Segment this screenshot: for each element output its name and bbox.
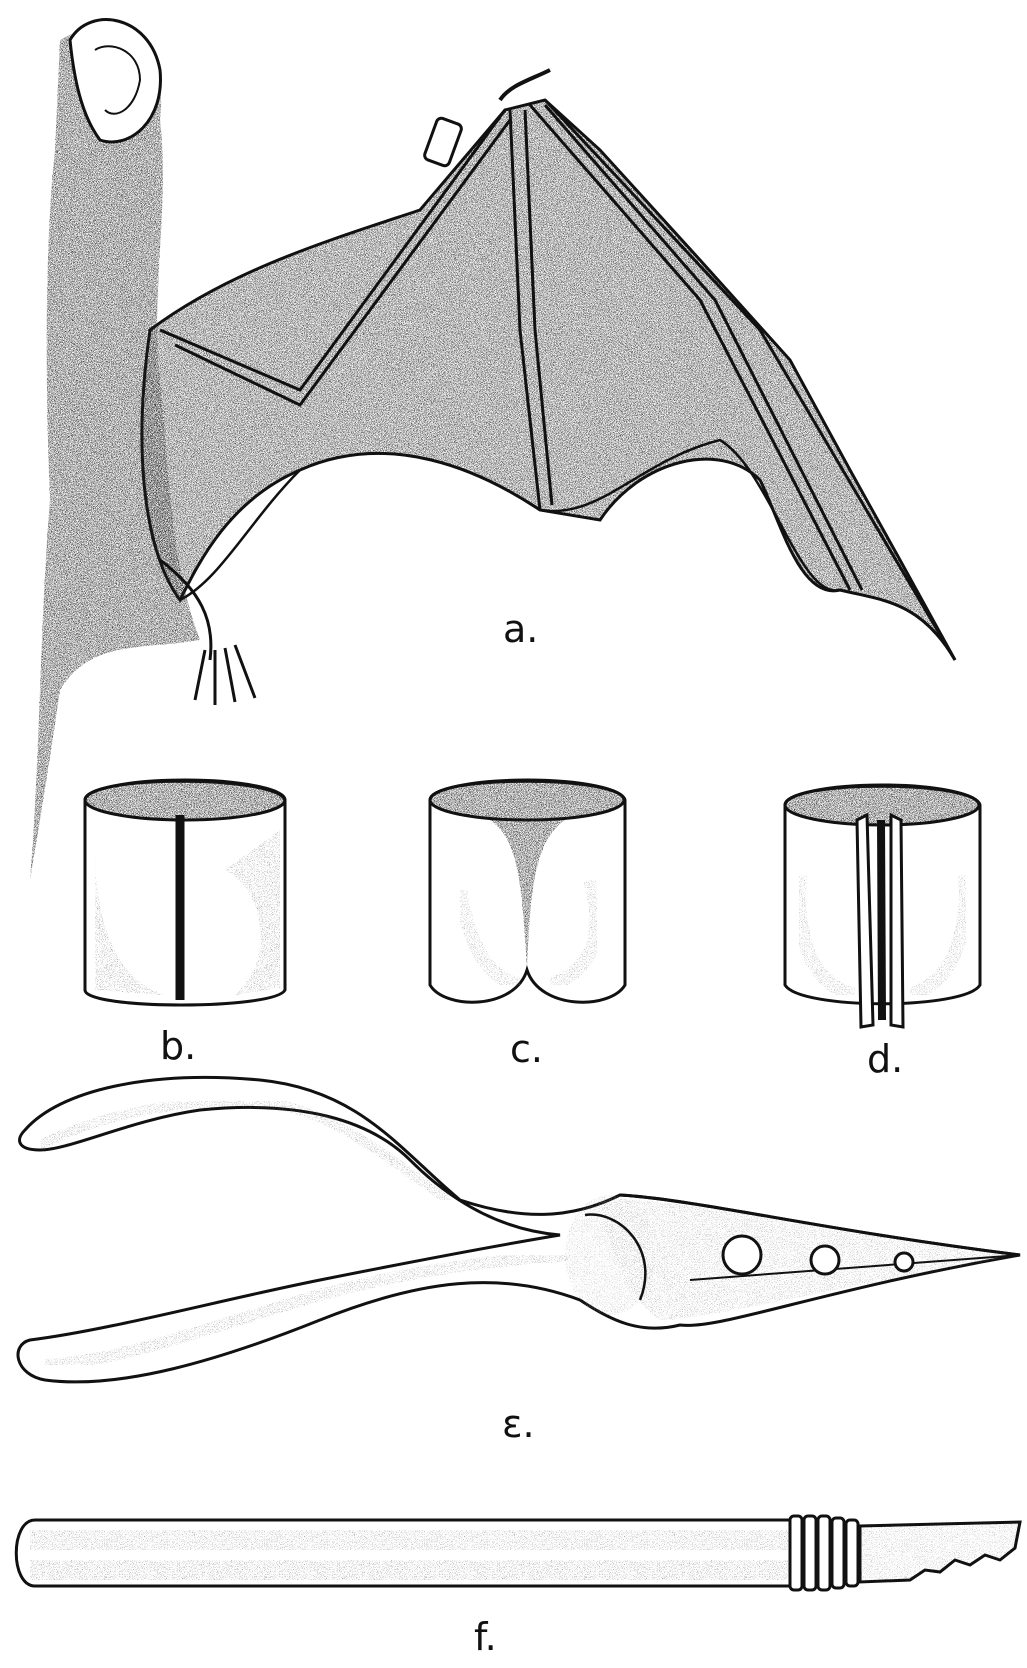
- pliers-hole-medium: [811, 1246, 839, 1274]
- scalpel-ferrule: [790, 1516, 858, 1590]
- wing-band: [423, 117, 462, 167]
- pliers-hole-large: [723, 1236, 761, 1274]
- banding-pliers-illustration: [18, 1077, 1020, 1381]
- pliers-hole-small: [895, 1253, 913, 1271]
- figure-label-f: f.: [474, 1618, 497, 1656]
- figure-label-c: c.: [510, 1030, 543, 1068]
- figure-label-a: a.: [503, 610, 538, 648]
- split-band-illustration: [85, 780, 285, 1005]
- bat-with-wing-band-illustration: [30, 20, 955, 880]
- rounded-band-illustration: [430, 780, 625, 1002]
- figure-label-b: b.: [160, 1027, 196, 1065]
- flanged-band-illustration: [785, 785, 980, 1027]
- figure-label-e: ε.: [502, 1405, 535, 1443]
- scalpel-tool-illustration: [16, 1516, 1020, 1590]
- bat-wing-membrane: [142, 100, 955, 660]
- figure-label-d: d.: [867, 1040, 903, 1078]
